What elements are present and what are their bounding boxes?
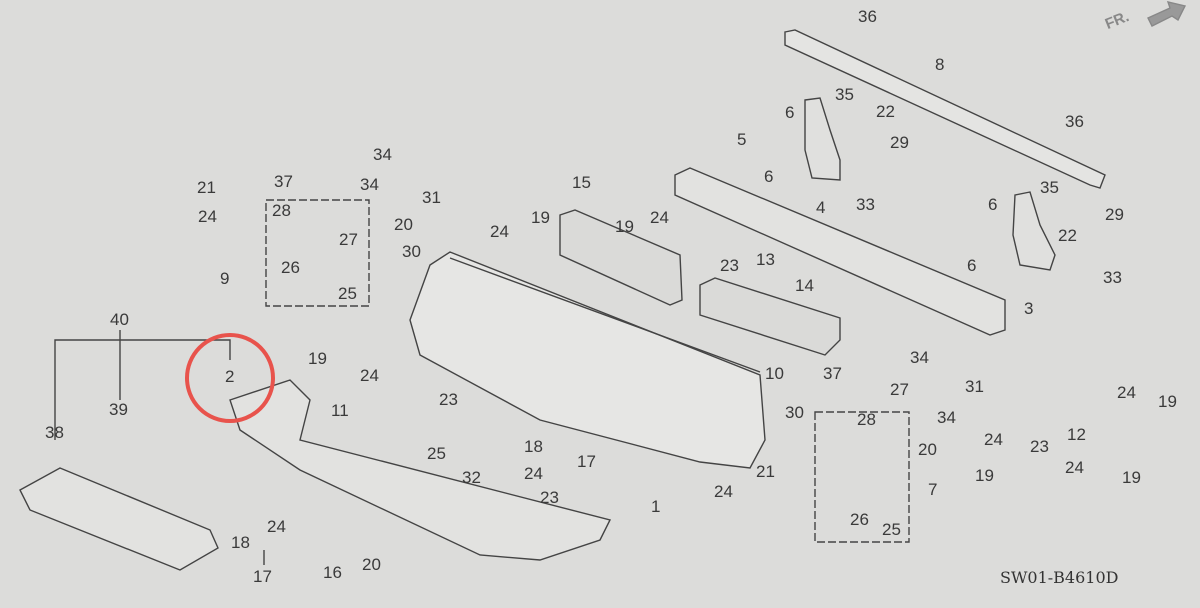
part-14-absorber [699,277,841,356]
part-15-absorber [559,209,683,306]
callout: 24 [490,222,509,241]
part-3-bracket [1012,191,1056,271]
callout: 19 [1122,468,1141,487]
callout: 20 [394,215,413,234]
callout: 30 [402,242,421,261]
callout: 29 [890,133,909,152]
callout: 26 [281,258,300,277]
callout: 33 [856,195,875,214]
callout: 39 [109,400,128,419]
callout: 24 [714,482,733,501]
callout: 25 [427,444,446,463]
callout: 36 [858,7,877,26]
callout: 28 [272,201,291,220]
callout: 20 [362,555,381,574]
callout: 37 [274,172,293,191]
callout: 17 [253,567,272,586]
callout: 6 [785,103,795,122]
callout: 13 [756,250,775,269]
callout: 9 [220,269,230,288]
callout: 30 [785,403,804,422]
callout: 7 [928,480,938,499]
callout: 24 [360,366,379,385]
callout: 24 [1117,383,1136,402]
callout: 1 [651,497,661,516]
part-9-group-box [265,199,370,307]
callout: 5 [737,130,747,149]
part-38-garnish [19,467,219,571]
callout: 18 [524,437,543,456]
callout: 24 [267,517,286,536]
callout: 23 [540,488,559,507]
callout: 3 [1024,299,1034,318]
callout: 23 [1030,437,1049,456]
callout: 16 [323,563,342,582]
callout: 36 [1065,112,1084,131]
callout: 40 [110,310,129,329]
callout: 37 [823,364,842,383]
callout: 31 [422,188,441,207]
callout: 25 [882,520,901,539]
callout: 28 [857,410,876,429]
callout: 34 [360,175,379,194]
part-8-rail [784,29,1106,189]
callout: 29 [1105,205,1124,224]
callout: 14 [795,276,814,295]
callout: 19 [615,217,634,236]
callout: 27 [890,380,909,399]
callout: 24 [524,464,543,483]
callout: 23 [439,390,458,409]
callout: 26 [850,510,869,529]
callout: 27 [339,230,358,249]
callout: 38 [45,423,64,442]
callout: 21 [197,178,216,197]
callout: 35 [1040,178,1059,197]
part-4-bracket [804,97,841,181]
callout: 6 [988,195,998,214]
callout: 19 [531,208,550,227]
part-7-group-box [814,411,910,543]
callout: 19 [975,466,994,485]
callout: 6 [764,167,774,186]
callout: 18 [231,533,250,552]
callout: 33 [1103,268,1122,287]
callout-highlighted-part-2: 2 [225,367,235,386]
part-2-lower-spoiler [229,379,612,561]
callout: 12 [1067,425,1086,444]
callout: 20 [918,440,937,459]
callout: 23 [720,256,739,275]
callout: 22 [876,102,895,121]
drawing-code: SW01-B4610D [1000,568,1119,587]
callout: 24 [650,208,669,227]
callout: 34 [373,145,392,164]
part-5-beam [674,167,1006,336]
callout: 19 [1158,392,1177,411]
callout: 32 [462,468,481,487]
callout: 6 [967,256,977,275]
callout: 11 [331,401,349,420]
callout: 10 [765,364,784,383]
highlight-circle [185,333,275,423]
callout: 24 [984,430,1003,449]
callout: 22 [1058,226,1077,245]
callout: 31 [965,377,984,396]
callout: 21 [756,462,775,481]
callout: 19 [308,349,327,368]
front-arrow-icon [1147,1,1187,27]
callout: 17 [577,452,596,471]
callout: 35 [835,85,854,104]
callout: 24 [198,207,217,226]
callout: 34 [937,408,956,427]
callout: 4 [816,198,826,217]
part-1-bumper-cover [409,251,766,469]
callout: 34 [910,348,929,367]
callout: 25 [338,284,357,303]
callout: 8 [935,55,945,74]
callout: 24 [1065,458,1084,477]
callout: 15 [572,173,591,192]
